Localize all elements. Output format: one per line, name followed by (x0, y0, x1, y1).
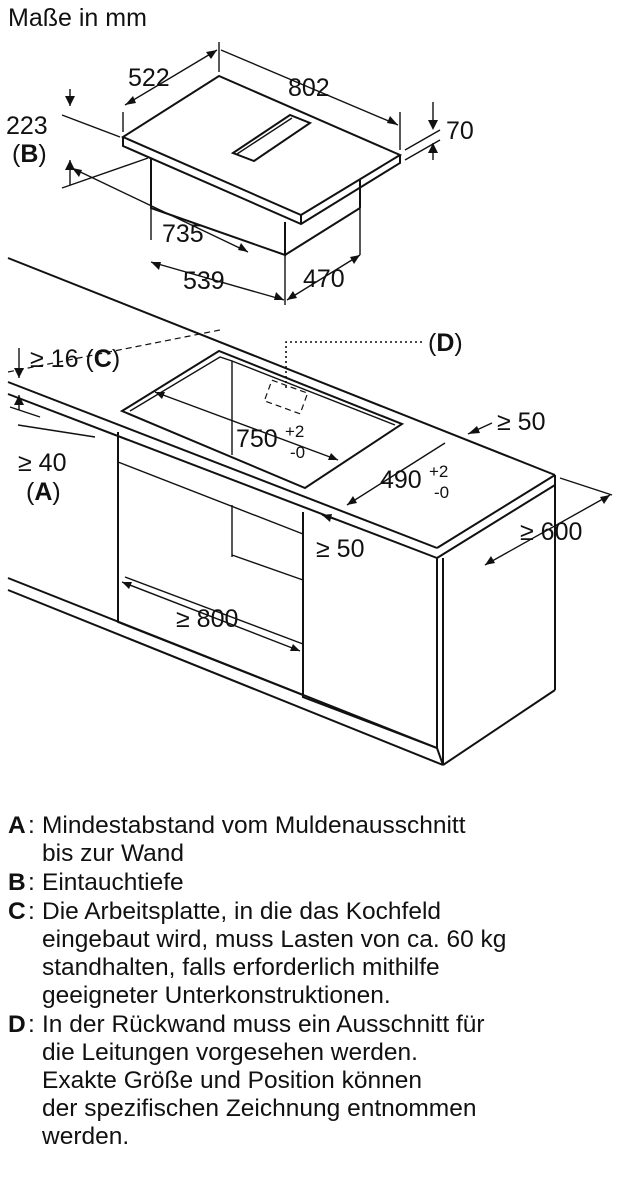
hob-body (150, 158, 286, 257)
dim-hob-thickness: 70 (446, 117, 474, 145)
dim-cutout-width: 750 (236, 425, 278, 453)
dim-cabinet-width: ≥ 800 (176, 605, 238, 633)
dim-cutout-width-tol-upper: +2 (285, 422, 304, 441)
dim-installation-depth: 223 (6, 112, 48, 140)
worktop-front-edge (7, 381, 438, 549)
worktop-cutout (119, 349, 405, 490)
dim-hob-width: 802 (288, 74, 330, 102)
dim-cutout-width-tol-lower: -0 (290, 443, 305, 462)
legend-text: In der Rückwand muss ein Ausschnitt für … (42, 1011, 485, 1150)
dim-body-depth-side: 470 (303, 265, 345, 293)
dim-back-clearance: ≥ 50 (497, 408, 545, 436)
dim-front-clearance: ≥ 50 (316, 535, 364, 563)
key-d-label: (D) (428, 329, 463, 357)
dim-cutout-depth-tol-lower: -0 (434, 483, 449, 502)
legend-key: B (8, 869, 26, 896)
hob-top-surface (120, 74, 403, 217)
legend-text: Mindestabstand vom Muldenausschnitt bis … (42, 812, 466, 867)
key-a-label: (A) (26, 478, 61, 506)
legend-item-a: A: Mindestabstand vom Muldenausschnitt b… (8, 812, 613, 868)
legend-text: Die Arbeitsplatte, in die das Kochfeld e… (42, 898, 507, 1009)
installation-diagram: 522 802 223 (B) 70 735 539 470 (6, 42, 613, 766)
legend-text: Eintauchtiefe (42, 869, 184, 896)
rear-wall-opening (263, 379, 309, 415)
dim-hob-depth: 522 (128, 64, 170, 92)
dim-body-depth-front: 539 (183, 267, 225, 295)
key-b-label: (B) (12, 140, 47, 168)
legend-key: C (8, 898, 26, 925)
dim-worktop-depth: ≥ 600 (520, 518, 582, 546)
legend-key: A (8, 812, 26, 839)
dim-worktop-min: ≥ 16 (C) (30, 345, 120, 373)
dim-cutout-depth: 490 (380, 466, 422, 494)
dim-body-width: 735 (162, 220, 204, 248)
dim-cutout-depth-tol-upper: +2 (429, 462, 448, 481)
hob-drawing: 522 802 223 (B) 70 735 539 470 (6, 42, 474, 305)
legend-item-b: B: Eintauchtiefe (8, 869, 613, 897)
installation-drawing: (D) ≥ 16 (C) ≥ 40 (A) 750 +2 -0 490 +2 -… (7, 257, 613, 766)
legend-key: D (8, 1011, 26, 1038)
units-title: Maße in mm (8, 4, 147, 32)
legend-item-d: D: In der Rückwand muss ein Ausschnitt f… (8, 1011, 613, 1151)
legend: A: Mindestabstand vom Muldenausschnitt b… (8, 812, 613, 1152)
legend-item-c: C: Die Arbeitsplatte, in die das Kochfel… (8, 898, 613, 1010)
dim-wall-distance: ≥ 40 (18, 449, 66, 477)
extractor-vent-icon (230, 113, 313, 163)
